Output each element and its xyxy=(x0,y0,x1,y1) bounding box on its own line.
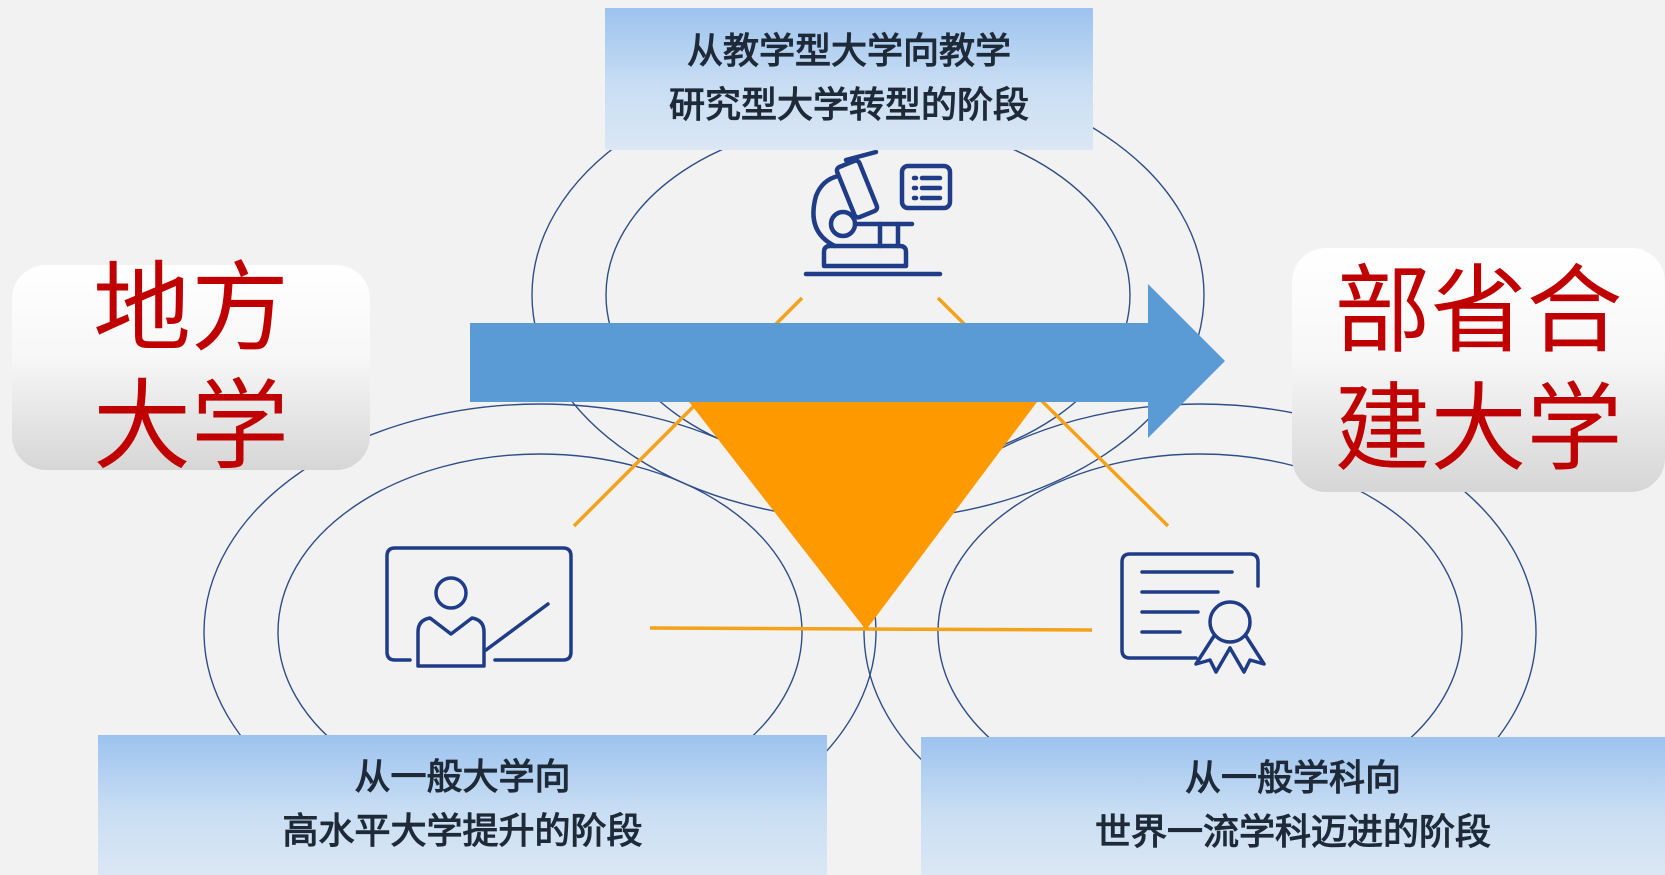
stage-right-line2: 世界一流学科迈进的阶段 xyxy=(1094,812,1491,853)
stage-left-box: 从一般大学向 高水平大学提升的阶段 xyxy=(98,735,827,875)
stage-right-line1: 从一般学科向 xyxy=(1184,758,1401,799)
stage-left-line1: 从一般大学向 xyxy=(354,757,571,798)
center-triangle xyxy=(686,398,1040,630)
left-card: 地方 大学 xyxy=(12,252,370,484)
stage-right-box: 从一般学科向 世界一流学科迈进的阶段 xyxy=(921,737,1665,875)
certificate-icon xyxy=(1120,552,1266,674)
stage-top-box: 从教学型大学向教学 研究型大学转型的阶段 xyxy=(605,8,1093,150)
right-card-line2: 建大学 xyxy=(1334,373,1623,485)
stage-top-line2: 研究型大学转型的阶段 xyxy=(668,85,1029,126)
connector-bottom xyxy=(649,626,1093,632)
stage-top-line1: 从教学型大学向教学 xyxy=(686,31,1011,72)
left-card-line2: 大学 xyxy=(92,369,289,484)
progress-arrow xyxy=(470,284,1225,438)
left-card-line1: 地方 xyxy=(92,251,289,366)
teacher-board-icon xyxy=(385,546,573,668)
stage-left-line2: 高水平大学提升的阶段 xyxy=(282,811,643,852)
right-card: 部省合 建大学 xyxy=(1292,248,1665,492)
microscope-icon xyxy=(803,149,953,277)
right-card-line1: 部省合 xyxy=(1334,255,1623,367)
